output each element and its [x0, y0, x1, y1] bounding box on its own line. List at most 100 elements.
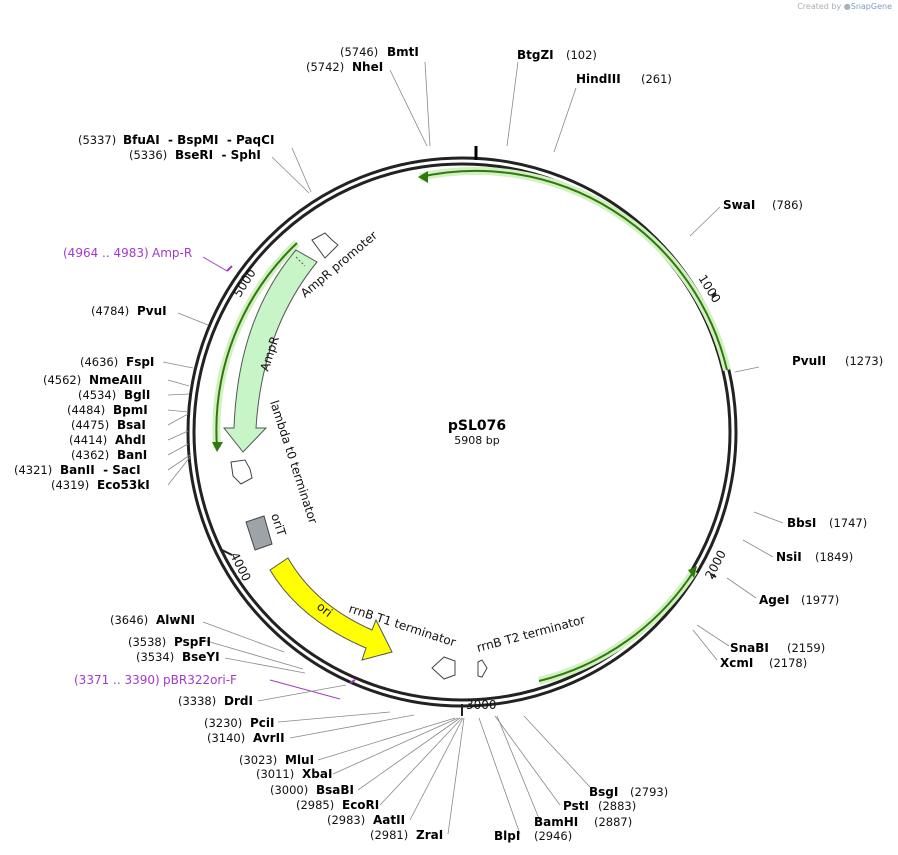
site-nsii[interactable]: NsiI(1849) — [776, 550, 853, 564]
site-enzyme-name: EcoRI — [342, 798, 379, 812]
site-avrii[interactable]: (3140)AvrII — [207, 731, 285, 745]
site-enzyme-name: AhdI — [115, 433, 146, 447]
site-pvui[interactable]: (4784)PvuI — [91, 304, 167, 318]
site-enzyme-name: BsaI — [117, 418, 146, 432]
site-banii-saci[interactable]: (4321)BanII - SacI — [14, 463, 141, 477]
site-nmeaiii[interactable]: (4562)NmeAIII — [43, 373, 142, 387]
site-ecori[interactable]: (2985) EcoRI — [296, 798, 379, 812]
orf-arc-right — [538, 566, 698, 685]
site-bmti[interactable]: (5746) BmtI — [340, 45, 419, 59]
site-position: (5746) — [340, 45, 378, 59]
site-enzyme-name: BmtI — [387, 45, 419, 59]
site-position: (3011) — [256, 767, 294, 781]
site-zrai[interactable]: (2981)ZraI — [370, 828, 443, 842]
site-bpmi[interactable]: (4484) BpmI — [67, 403, 148, 417]
site-position: (4319) — [51, 478, 89, 492]
site-enzyme-name: NheI — [352, 60, 383, 74]
feature-label-rrnb-t2: rrnB T2 terminator — [475, 612, 587, 654]
site-blpi[interactable]: BlpI (2946) — [494, 829, 572, 843]
primer-range-pbr322ori-f: (3371 .. 3390) — [74, 673, 160, 687]
site-position: (2793) — [630, 785, 668, 799]
site-snabi[interactable]: SnaBI(2159) — [730, 641, 825, 655]
site-mlui[interactable]: (3023)MluI — [239, 753, 314, 767]
site-enzyme-name: AvrII — [253, 731, 285, 745]
site-position: (3230) — [204, 716, 242, 730]
site-eco53ki[interactable]: (4319)Eco53kI — [51, 478, 150, 492]
site-position: (1977) — [801, 593, 839, 607]
site-xbai[interactable]: (3011) XbaI — [256, 767, 332, 781]
primer-amp-r[interactable]: (4964 .. 4983) Amp-R — [63, 246, 233, 272]
site-enzyme-name: XcmI — [720, 656, 753, 670]
site-bsgi[interactable]: BsgI(2793) — [589, 785, 668, 799]
primer-name-pbr322ori-f: pBR322ori-F — [163, 673, 237, 687]
site-enzyme-name: BpmI — [113, 403, 148, 417]
site-position: (2946) — [534, 829, 572, 843]
site-bseyi[interactable]: (3534)BseYI — [136, 650, 220, 664]
site-enzyme-name: PvuII — [792, 354, 826, 368]
site-hindiii[interactable]: HindIII(261) — [576, 72, 672, 86]
site-agei[interactable]: AgeI(1977) — [759, 593, 839, 607]
site-bsabi[interactable]: (3000)BsaBI — [270, 783, 354, 797]
site-position: (4414) — [69, 433, 107, 447]
site-position: (3023) — [239, 753, 277, 767]
site-ahdi[interactable]: (4414) AhdI — [69, 433, 146, 447]
site-alwni[interactable]: (3646)AlwNI — [110, 613, 195, 627]
site-labels: (5746) BmtI (5742) NheI BtgZI(102) HindIII… — [14, 45, 883, 843]
site-enzyme-name: PspFI — [174, 635, 211, 649]
site-btgzi[interactable]: BtgZI(102) — [517, 48, 597, 62]
tick-label-3000: 3000 — [466, 698, 497, 712]
site-position: (3646) — [110, 613, 148, 627]
site-pspfi[interactable]: (3538) PspFI — [128, 635, 211, 649]
site-enzyme-name: PciI — [250, 716, 275, 730]
site-position: (2985) — [296, 798, 334, 812]
site-position: (3338) — [178, 694, 216, 708]
site-bfuai-bspmi-paqci[interactable]: (5337)BfuAI - BspMI - PaqCI — [78, 133, 274, 147]
site-enzyme-name: SnaBI — [730, 641, 769, 655]
site-position: (1849) — [815, 550, 853, 564]
site-enzyme-name: BtgZI — [517, 48, 554, 62]
plasmid-name: pSL076 — [448, 418, 506, 434]
snapgene-credit: Created by ●SnapGene — [797, 2, 892, 11]
primer-name-amp-r: Amp-R — [152, 246, 192, 260]
site-position: (5742) — [306, 60, 344, 74]
site-position: (4321) — [14, 463, 52, 477]
site-nhei[interactable]: (5742) NheI — [306, 60, 383, 74]
site-fspi[interactable]: (4636) FspI — [80, 355, 154, 369]
site-position: (4534) — [78, 388, 116, 402]
site-aatii[interactable]: (2983)AatII — [327, 813, 405, 827]
site-psti[interactable]: PstI(2883) — [563, 799, 636, 813]
site-enzyme-name: BfuAI - BspMI - PaqCI — [123, 133, 274, 147]
site-position: (2178) — [769, 656, 807, 670]
site-position: (4562) — [43, 373, 81, 387]
site-enzyme-name: XbaI — [302, 767, 332, 781]
backbone-inner — [192, 162, 732, 702]
tick-3000: 3000 — [461, 698, 497, 716]
feature-ori[interactable]: ori — [269, 557, 393, 661]
site-bsai[interactable]: (4475) BsaI — [71, 418, 146, 432]
site-position: (5336) — [129, 148, 167, 162]
site-bani[interactable]: (4362)BanI — [71, 448, 147, 462]
site-swai[interactable]: SwaI(786) — [723, 198, 803, 212]
site-enzyme-name: FspI — [126, 355, 154, 369]
site-enzyme-name: BglI — [124, 388, 150, 402]
site-bgli[interactable]: (4534) BglI — [78, 388, 150, 402]
site-bbsi[interactable]: BbsI(1747) — [787, 516, 867, 530]
site-position: (4484) — [67, 403, 105, 417]
site-bamhi[interactable]: BamHI(2887) — [534, 815, 632, 829]
site-enzyme-name: AatII — [373, 813, 405, 827]
site-pcii[interactable]: (3230) PciI — [204, 716, 275, 730]
feature-label-orit: oriT — [268, 512, 289, 539]
site-position: (4636) — [80, 355, 118, 369]
site-pvuii[interactable]: PvuII(1273) — [792, 354, 883, 368]
site-position: (3538) — [128, 635, 166, 649]
site-xcmi[interactable]: XcmI (2178) — [720, 656, 807, 670]
feature-orit[interactable]: oriT — [245, 512, 289, 551]
site-drdi[interactable]: (3338)DrdI — [178, 694, 253, 708]
site-enzyme-name: BbsI — [787, 516, 816, 530]
primer-pbr322ori-f[interactable]: (3371 .. 3390) pBR322ori-F — [74, 673, 356, 700]
site-enzyme-name: BlpI — [494, 829, 520, 843]
site-position: (4475) — [71, 418, 109, 432]
site-enzyme-name: BsaBI — [316, 783, 354, 797]
site-bseri-sphi[interactable]: (5336)BseRI - SphI — [129, 148, 261, 162]
